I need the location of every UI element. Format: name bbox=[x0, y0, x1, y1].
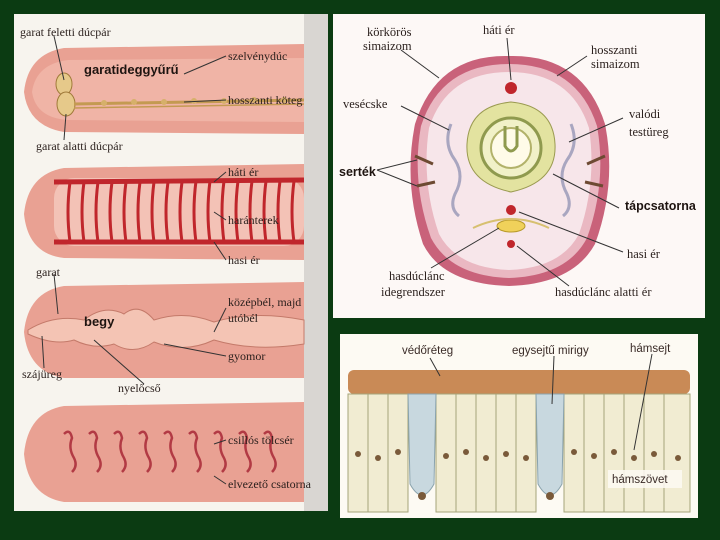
label-garat-alatti-ducpar: garat alatti dúcpár bbox=[36, 139, 123, 153]
label-hasduclanc: hasdúclánc bbox=[389, 269, 445, 283]
label-haranterek: haránterek bbox=[228, 213, 279, 227]
label-idegrendszer: idegrendszer bbox=[381, 285, 446, 299]
earthworm-cross-section-panel: körkörös simaizom háti ér hosszanti sima… bbox=[333, 14, 705, 318]
label-nyelocso: nyelőcső bbox=[118, 381, 161, 395]
label-hati-er-left: háti ér bbox=[228, 165, 258, 179]
typhlosole bbox=[503, 126, 519, 153]
nephridia bbox=[63, 430, 277, 473]
label-garat-feletti-ducpar: garat feletti dúcpár bbox=[20, 25, 111, 39]
haranterek-vessels bbox=[66, 180, 296, 243]
ventral-vessel bbox=[506, 205, 516, 215]
dorsal-vessel bbox=[505, 82, 517, 94]
label-elvezeto-csatorna: elvezető csatorna bbox=[228, 477, 312, 491]
label-kozepbel: középbél, majd bbox=[228, 295, 301, 309]
earthworm-figure: garat feletti dúcpár garatideggyűrű szel… bbox=[20, 14, 328, 511]
label-garatideggyuru: garatideggyűrű bbox=[84, 62, 179, 77]
label-szajureg: szájüreg bbox=[22, 367, 62, 381]
nuclei bbox=[355, 449, 681, 500]
worm-nervous-system bbox=[24, 44, 305, 134]
label-egysejtu-mirigy: egysejtű mirigy bbox=[512, 345, 589, 357]
label-hasi-er-cross: hasi ér bbox=[627, 247, 661, 261]
label-csillos-tolcser: csillós tölcsér bbox=[228, 433, 294, 447]
label-hamszovet: hámszövet bbox=[612, 474, 668, 486]
worm-digestive-system bbox=[24, 282, 305, 378]
label-hosszanti: hosszanti bbox=[591, 43, 638, 57]
earthworm-longitudinal-panel: garat feletti dúcpár garatideggyűrű szel… bbox=[14, 14, 328, 511]
label-szelvenyduc: szelvénydúc bbox=[228, 49, 287, 63]
cross-leader-lines bbox=[376, 37, 624, 287]
label-hasi-er-left: hasi ér bbox=[228, 253, 260, 267]
label-testureg: testüreg bbox=[629, 125, 669, 139]
subneural-vessel bbox=[507, 240, 515, 248]
page-edge bbox=[304, 14, 328, 511]
label-hosszanti-simaizom: simaizom bbox=[591, 57, 640, 71]
ventral-nerve-cord bbox=[496, 219, 526, 233]
label-hati-er-cross: háti ér bbox=[483, 23, 515, 37]
label-sertek: serték bbox=[339, 165, 376, 179]
label-utobel: utóbél bbox=[228, 311, 259, 325]
epithelium-panel: védőréteg egysejtű mirigy hámsejt hámszö… bbox=[340, 334, 698, 518]
label-begy: begy bbox=[84, 314, 115, 329]
worm-excretory-system bbox=[24, 402, 304, 502]
epithelium-figure: védőréteg egysejtű mirigy hámsejt hámszö… bbox=[347, 343, 691, 513]
left-leader-lines bbox=[41, 35, 227, 485]
label-hosszanti-koteg: hosszanti köteg bbox=[228, 93, 302, 107]
cross-section-figure: körkörös simaizom háti ér hosszanti sima… bbox=[339, 23, 697, 299]
label-vesecske: vesécske bbox=[343, 97, 388, 111]
label-hasduclanc-alatti-er: hasdúclánc alatti ér bbox=[555, 285, 652, 299]
label-valodi: valódi bbox=[629, 107, 661, 121]
cuticle bbox=[348, 370, 690, 394]
label-vedoreteg: védőréteg bbox=[402, 345, 453, 357]
worm-circulatory-system bbox=[24, 164, 305, 260]
label-korkoros: körkörös bbox=[367, 25, 412, 39]
epithelium-leader-lines bbox=[429, 353, 653, 451]
nephridia-cross bbox=[446, 123, 576, 218]
label-tapcsatorna: tápcsatorna bbox=[625, 199, 697, 213]
label-garat: garat bbox=[36, 265, 61, 279]
label-hamsejt: hámsejt bbox=[630, 343, 671, 355]
label-korkoros-simaizom: simaizom bbox=[363, 39, 412, 53]
label-gyomor: gyomor bbox=[228, 349, 265, 363]
setae bbox=[414, 154, 606, 188]
